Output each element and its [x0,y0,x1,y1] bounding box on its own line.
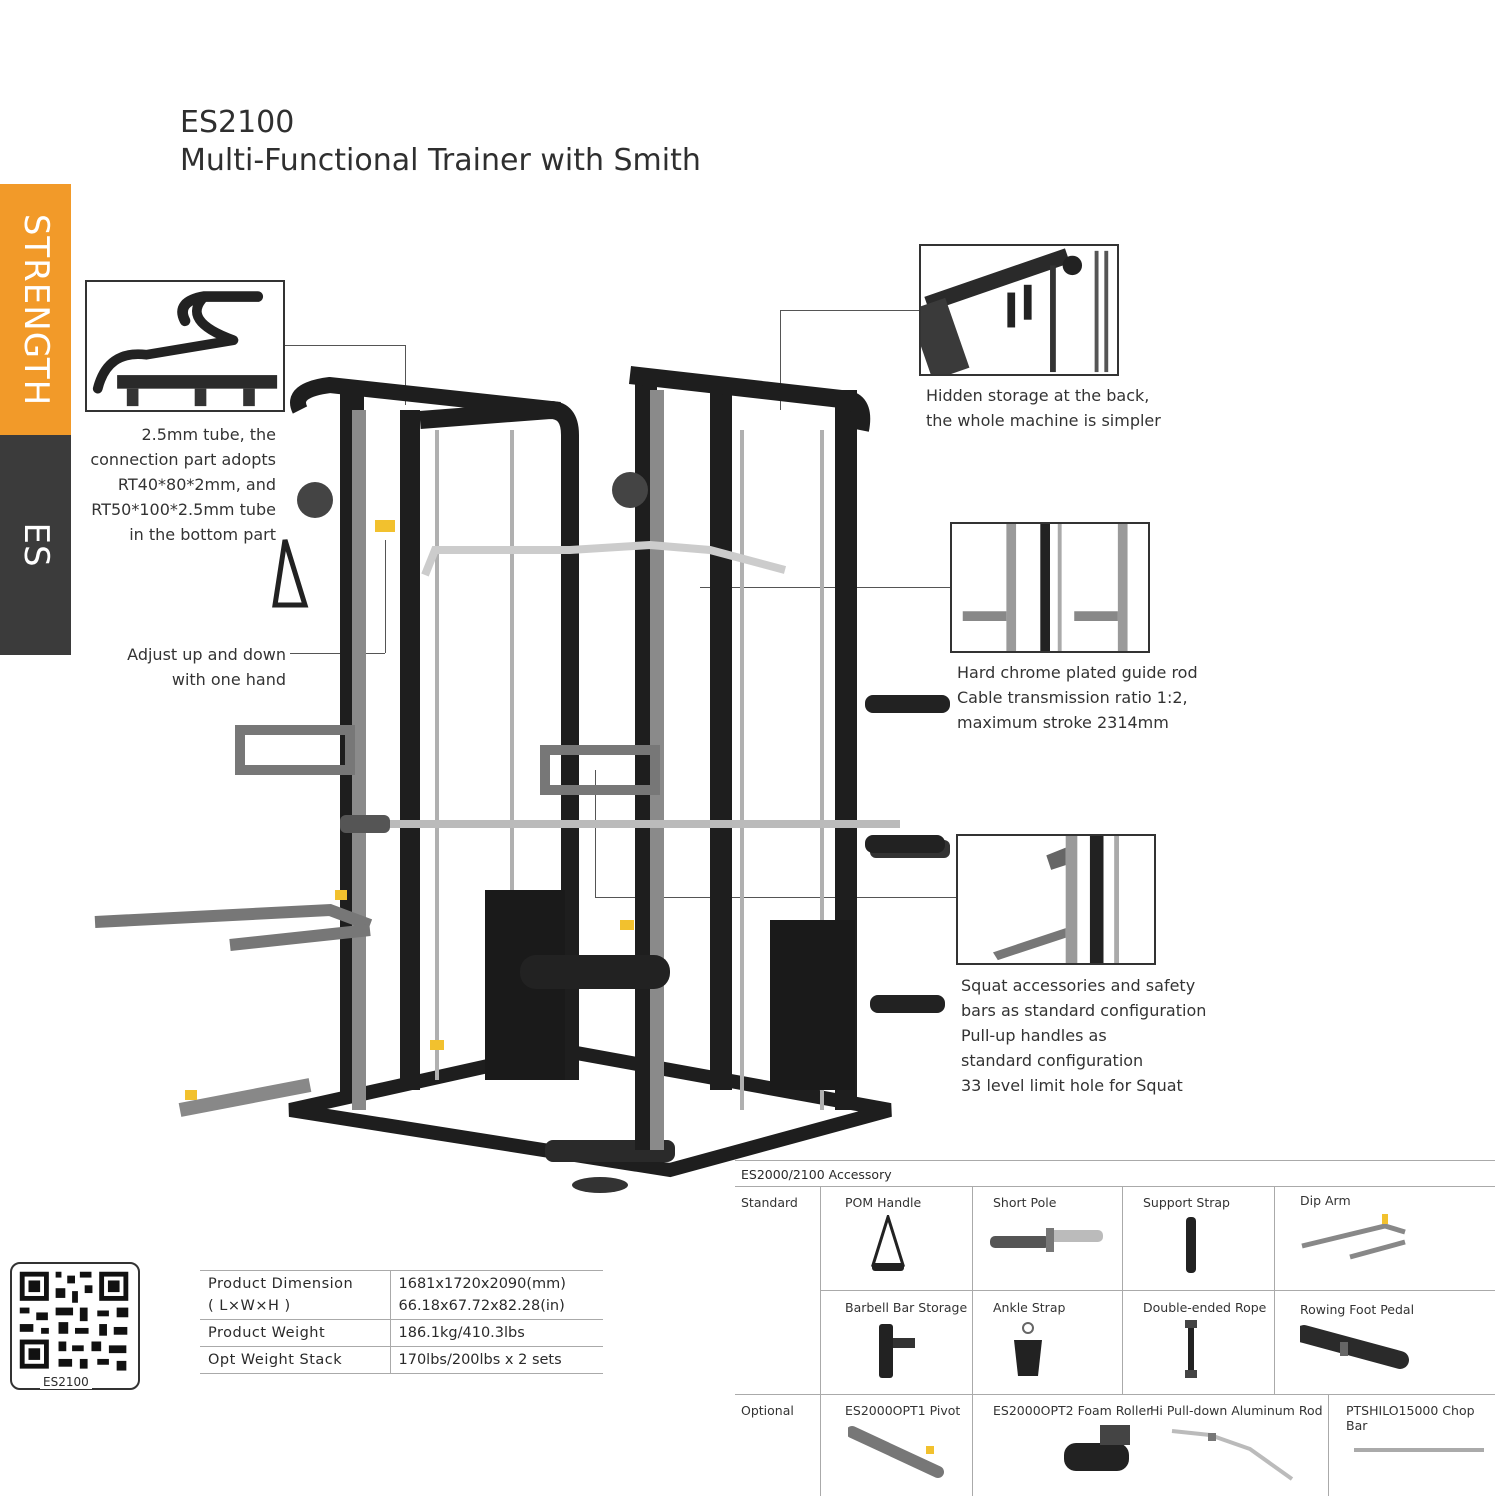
detail-photo-squat [956,834,1156,965]
list-item: ES2000OPT1 Pivot [845,1403,961,1418]
support-strap-icon [1186,1217,1196,1273]
callout-tube: 2.5mm tube, the connection part adopts R… [90,425,276,544]
machine-illustration [94,366,950,1193]
callout-squat: Squat accessories and safety bars as sta… [961,976,1207,1095]
table-row: Opt Weight Stack 170lbs/200lbs x 2 sets [200,1346,603,1374]
sidebar-es-label: ES [15,522,56,568]
callout-guide: Hard chrome plated guide rod Cable trans… [957,663,1198,732]
rowing-foot-pedal-icon [1300,1325,1409,1369]
double-ended-rope-icon [1185,1320,1197,1378]
callout-storage: Hidden storage at the back, the whole ma… [926,386,1161,430]
list-item: Double-ended Rope [1143,1300,1267,1315]
sidebar-strength: STRENGTH [0,184,71,435]
accessory-heading: ES2000/2100 Accessory [735,1160,1495,1188]
list-item: PTSHILO15000 Chop Bar [1346,1403,1475,1433]
sidebar-es: ES [0,435,71,655]
model-number: ES2100 [180,105,295,140]
list-item: Ankle Strap [993,1300,1066,1315]
pom-handle-icon [870,1215,906,1271]
product-name: Multi-Functional Trainer with Smith [180,143,701,178]
ankle-strap-icon [1014,1322,1042,1376]
page-title: ES2100 Multi-Functional Trainer with Smi… [180,104,701,180]
short-pole-icon [990,1228,1103,1252]
list-item: Barbell Bar Storage [845,1300,968,1315]
detail-photo-pullup [85,280,285,412]
qr-label: ES2100 [40,1375,92,1389]
list-item: POM Handle [845,1195,922,1210]
chop-bar-icon [1354,1448,1484,1452]
pull-down-rod-icon [1171,1429,1294,1481]
table-row: Product Weight 186.1kg/410.3lbs [200,1319,603,1347]
list-item: ES2000OPT2 Foam Roller [993,1403,1152,1418]
list-item: Hi Pull-down Aluminum Rod [1150,1403,1323,1418]
detail-photo-storage [919,244,1119,376]
callout-adjust: Adjust up and down with one hand [127,645,286,689]
accessory-standard-label: Standard [741,1195,798,1210]
detail-photo-guide [950,522,1150,653]
sidebar-strength-label: STRENGTH [15,213,56,406]
list-item: Support Strap [1143,1195,1230,1210]
qr-code [10,1262,140,1390]
list-item: Rowing Foot Pedal [1300,1302,1415,1317]
pivot-icon [848,1426,944,1478]
foam-roller-icon [1064,1425,1130,1471]
list-item: Short Pole [993,1195,1057,1210]
spec-table: Product Dimension( L×W×H ) 1681x1720x209… [200,1270,603,1374]
table-row: Product Dimension( L×W×H ) 1681x1720x209… [200,1270,603,1320]
accessory-optional-label: Optional [741,1403,794,1418]
barbell-storage-icon [879,1324,915,1378]
list-item: Dip Arm [1300,1193,1351,1208]
dip-arm-icon [1301,1214,1406,1260]
